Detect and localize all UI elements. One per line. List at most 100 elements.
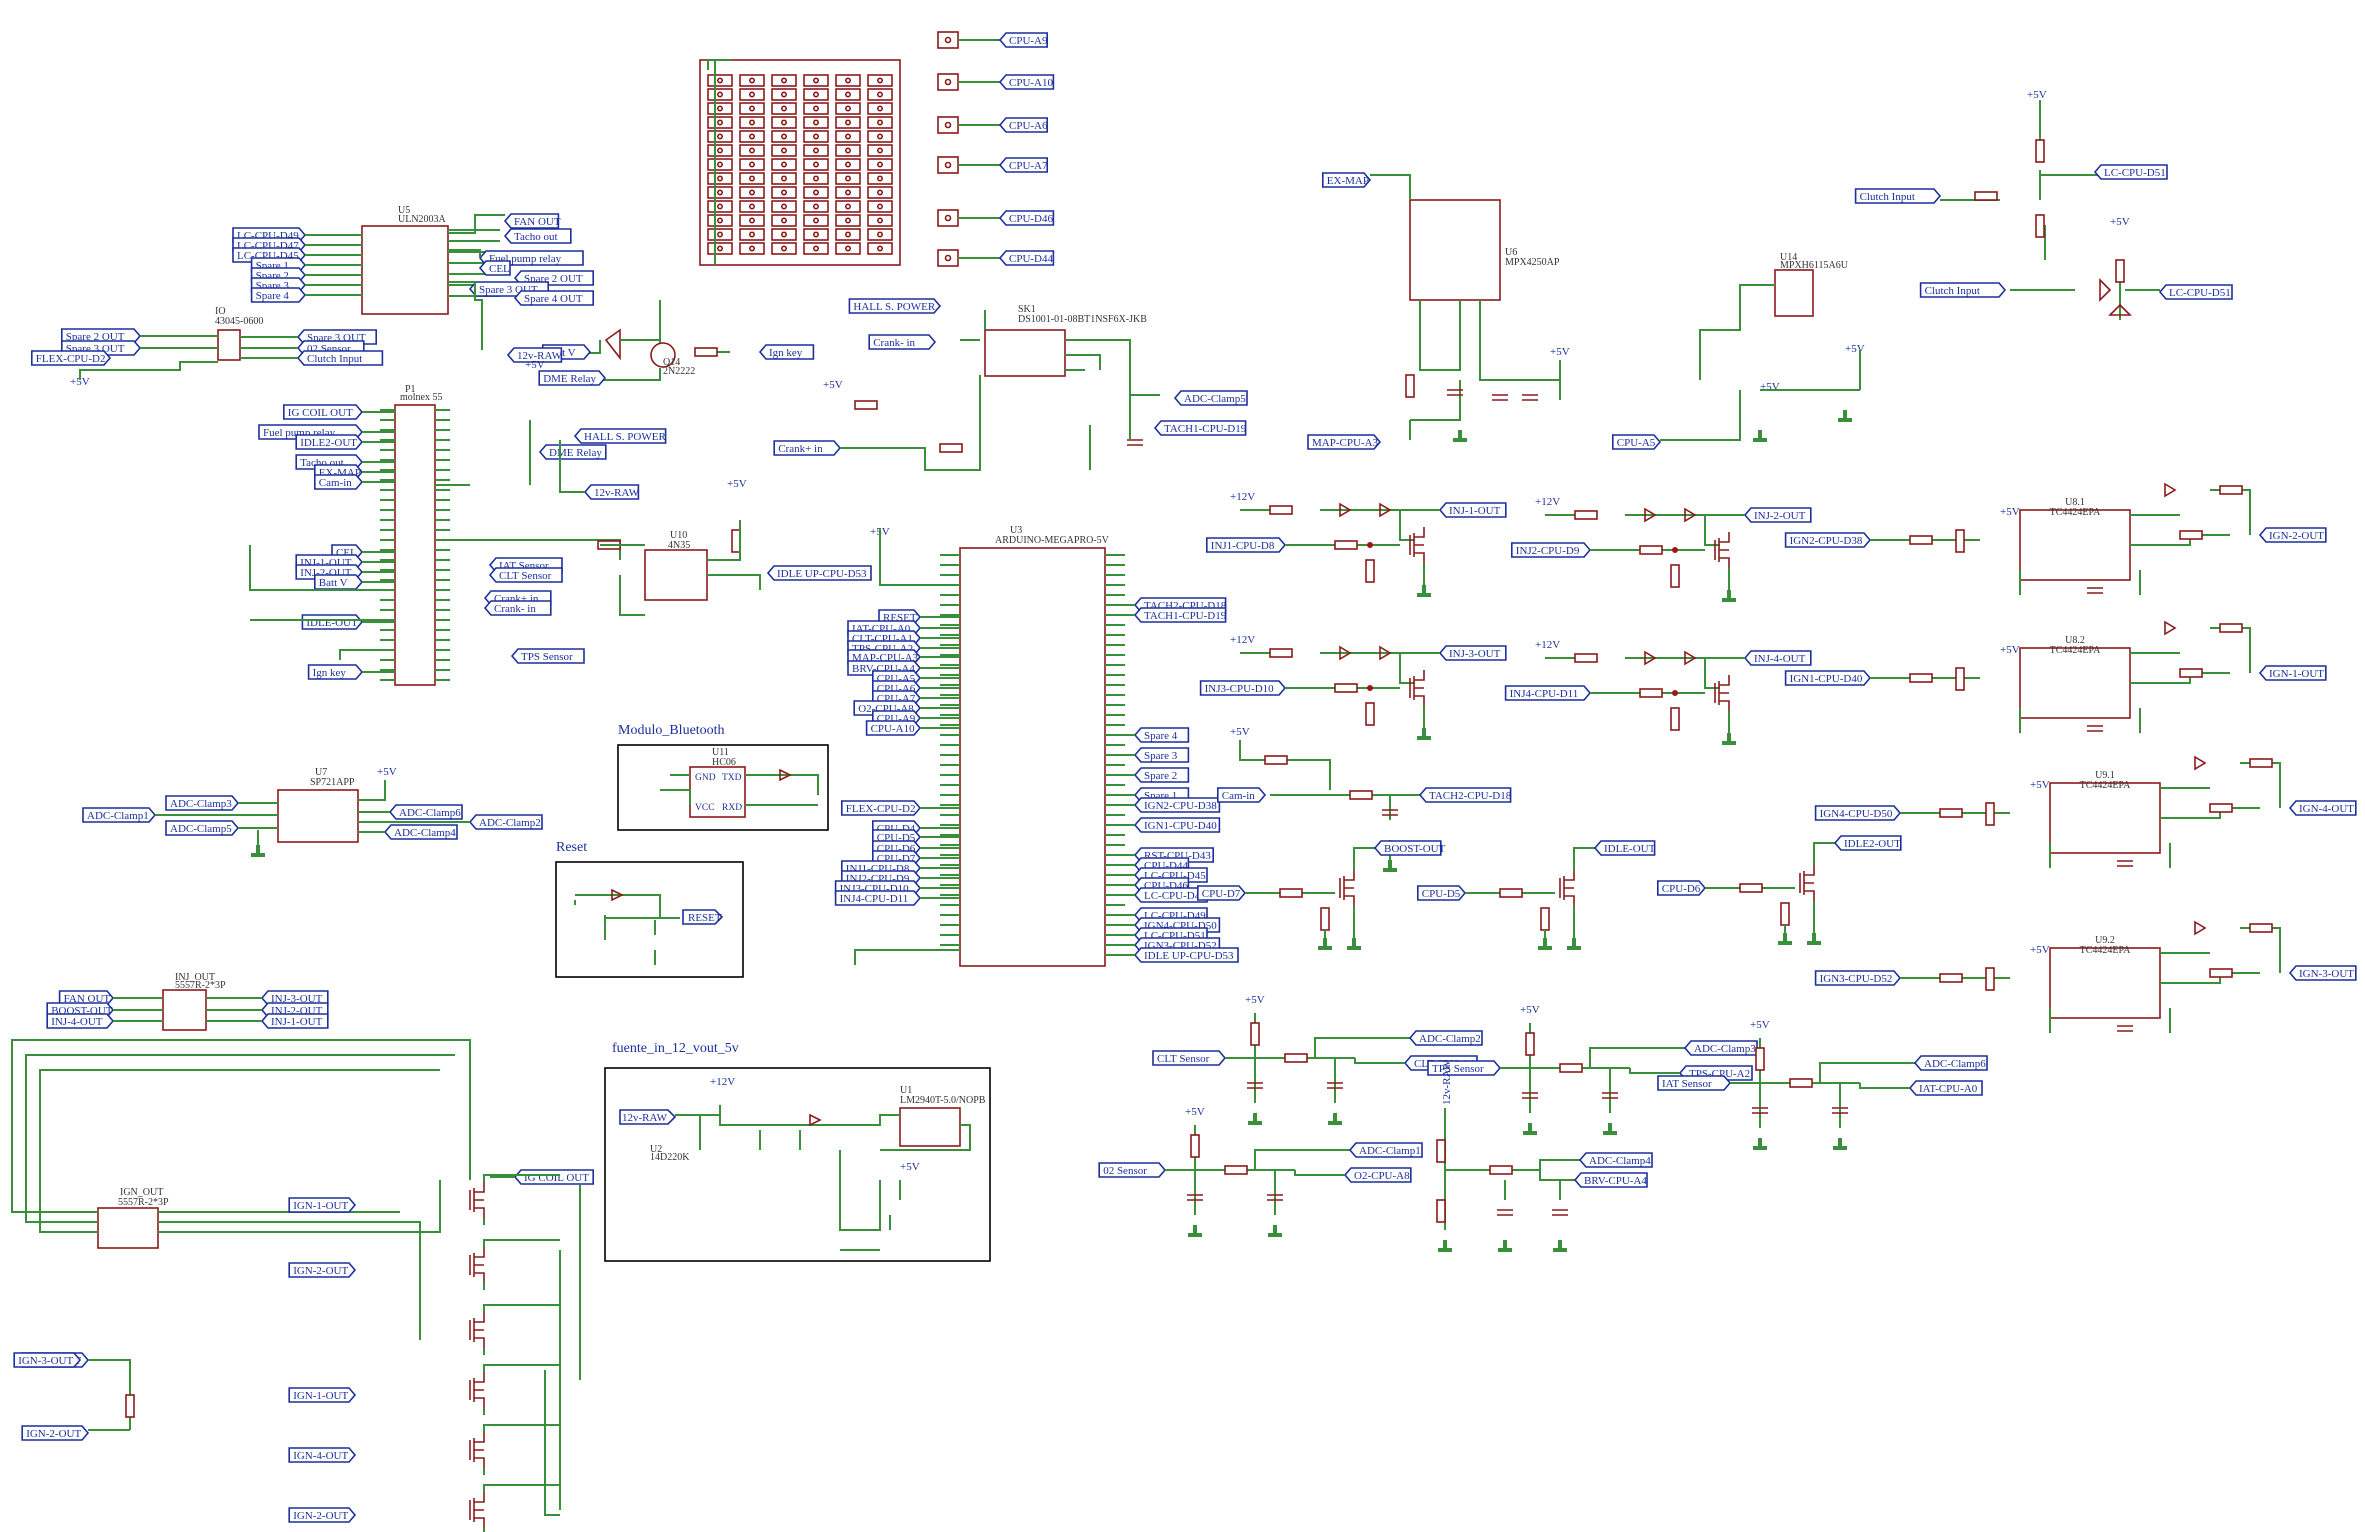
net-idle-out: IDLE-OUT bbox=[1593, 840, 1656, 856]
net-spare-2: Spare 2 bbox=[1133, 767, 1190, 783]
net-lc-cpu-d47: LC-CPU-D47 bbox=[1133, 887, 1208, 903]
net-crank-in: Crank- in bbox=[868, 334, 937, 350]
net-dme-relay: DME Relay bbox=[538, 444, 607, 460]
net-ig-coil-out-text: IG COIL OUT bbox=[288, 407, 353, 419]
u14-value: MPXH6115A6U bbox=[1780, 260, 1849, 271]
net-clutch-input: Clutch Input bbox=[296, 350, 384, 366]
net-inj-4-out: INJ-4-OUT bbox=[1743, 650, 1812, 666]
net-crank-in: Crank- in bbox=[483, 600, 552, 616]
text-5v: +5V bbox=[1520, 1004, 1540, 1016]
net-idle2-out-text: IDLE2-OUT bbox=[1844, 838, 1901, 850]
net-ex-map: EX-MAP bbox=[1322, 172, 1372, 188]
net-cpu-a10: CPU-A10 bbox=[998, 74, 1055, 90]
ign-driver-value: TC4424EPA bbox=[2080, 780, 2132, 791]
u7-ref: U7 bbox=[315, 767, 327, 778]
u1-ref: U1 bbox=[900, 1085, 912, 1096]
net-adc-clamp1: ADC-Clamp1 bbox=[1348, 1142, 1423, 1158]
net-adc-clamp5-text: ADC-Clamp5 bbox=[1184, 393, 1246, 405]
net-cpu-a10: CPU-A10 bbox=[865, 720, 922, 736]
u11-ref: U11 bbox=[712, 747, 729, 758]
net-cpu-a7-text: CPU-A7 bbox=[1009, 160, 1048, 172]
net-tps-sensor: TPS Sensor bbox=[1427, 1060, 1502, 1076]
ign-driver-value: TC4424EPA bbox=[2080, 945, 2132, 956]
text-5v: +5V bbox=[1185, 1106, 1205, 1118]
net-tach1-cpu-d19: TACH1-CPU-D19 bbox=[1153, 420, 1247, 436]
net-ign-1-out: IGN-1-OUT bbox=[288, 1387, 357, 1403]
text-12v: +12V bbox=[1535, 639, 1560, 651]
text-5v: +5V bbox=[1550, 346, 1570, 358]
net-inj-1-out-text: INJ-1-OUT bbox=[1449, 505, 1501, 517]
net-adc-clamp1: ADC-Clamp1 bbox=[82, 807, 157, 823]
net-cam-in: Cam-in bbox=[1217, 787, 1267, 803]
u5-uln2003a: U5 ULN2003A LC-CPU-D49LC-CPU-D47LC-CPU-D… bbox=[232, 205, 594, 350]
net-tps-sensor-text: TPS Sensor bbox=[521, 651, 573, 663]
u6-ref: U6 bbox=[1505, 247, 1517, 258]
net-ign4-cpu-d50-text: IGN4-CPU-D50 bbox=[1820, 808, 1893, 820]
psu-12v: +12V bbox=[710, 1076, 735, 1088]
u5-value: ULN2003A bbox=[398, 214, 447, 225]
net-adc-clamp3-text: ADC-Clamp3 bbox=[1694, 1043, 1756, 1055]
net-idle-up-cpu-d53-text: IDLE UP-CPU-D53 bbox=[1144, 950, 1234, 962]
net-fan-out-text: FAN OUT bbox=[514, 216, 561, 228]
net-idle2-out: IDLE2-OUT bbox=[295, 434, 364, 450]
net-ign2-cpu-d38: IGN2-CPU-D38 bbox=[1133, 797, 1221, 813]
psu-12vraw-text: 12v-RAW bbox=[622, 1112, 668, 1124]
net-inj3-cpu-d10: INJ3-CPU-D10 bbox=[1199, 680, 1287, 696]
sk1-connector: SK1 DS1001-01-08BT1NSF6X-JKB HALL S. POW… bbox=[773, 298, 1248, 471]
u3-ref: U3 bbox=[1010, 525, 1022, 536]
net-ex-map-text: EX-MAP bbox=[1327, 175, 1369, 187]
net-inj1-cpu-d8: INJ1-CPU-D8 bbox=[1206, 537, 1287, 553]
p1-value: molnex 55 bbox=[400, 392, 443, 403]
sk1-ref: SK1 bbox=[1018, 304, 1036, 315]
net-02-sensor-text: 02 Sensor bbox=[1103, 1165, 1147, 1177]
net-cpu-a7: CPU-A7 bbox=[998, 157, 1048, 173]
u7-value: SP721APP bbox=[310, 777, 355, 788]
net-ign-3-out-text: IGN-3-OUT bbox=[18, 1355, 73, 1367]
net-cpu-d7-text: CPU-D7 bbox=[1202, 888, 1241, 900]
net-cpu-d46: CPU-D46 bbox=[998, 210, 1055, 226]
text-5v: +5V bbox=[2027, 89, 2047, 101]
q14-value: 2N2222 bbox=[663, 366, 695, 377]
text-5v: +5V bbox=[1845, 343, 1865, 355]
u5-ref: U5 bbox=[398, 205, 410, 216]
net-tach1-cpu-d19: TACH1-CPU-D19 bbox=[1133, 607, 1227, 623]
net-adc-clamp5: ADC-Clamp5 bbox=[165, 820, 240, 836]
net-inj-4-out-text: INJ-4-OUT bbox=[51, 1016, 103, 1028]
ign-driver-ref: U9.2 bbox=[2095, 935, 2115, 946]
net-ign-3-out: IGN-3-OUT bbox=[2288, 965, 2357, 981]
net-hall-s-power-text: HALL S. POWER bbox=[853, 301, 935, 313]
net-tacho-out: Tacho out bbox=[503, 228, 572, 244]
u14-ref: U14 bbox=[1780, 252, 1797, 263]
net-clutch-input-text: Clutch Input bbox=[307, 353, 362, 365]
net-cpu-d5-text: CPU-D5 bbox=[1422, 888, 1461, 900]
net-idle-up-cpu-d53-text: IDLE UP-CPU-D53 bbox=[777, 568, 867, 580]
net-iat-cpu-a0: IAT-CPU-A0 bbox=[1908, 1080, 1983, 1096]
net-ign-4-out: IGN-4-OUT bbox=[2288, 800, 2357, 816]
net-cpu-d5: CPU-D5 bbox=[1417, 885, 1467, 901]
net-fan-out: FAN OUT bbox=[58, 990, 115, 1006]
psu-title: fuente_in_12_vout_5v bbox=[612, 1041, 739, 1056]
net-cpu-a5-text: CPU-A5 bbox=[1617, 437, 1656, 449]
net-inj-1-out: INJ-1-OUT bbox=[260, 1013, 329, 1029]
net-adc-clamp2: ADC-Clamp2 bbox=[1408, 1030, 1483, 1046]
reset-net-text: RESET bbox=[688, 912, 722, 924]
output-transistors: CPU-D7BOOST-OUTCPU-D5IDLE-OUTCPU-D6IDLE2… bbox=[1197, 835, 1902, 950]
net-inj-4-out: INJ-4-OUT bbox=[46, 1013, 115, 1029]
hc06-module: U11 HC06 GND TXD VCC RXD bbox=[660, 747, 819, 818]
net-adc-clamp1-text: ADC-Clamp1 bbox=[87, 810, 149, 822]
reset-title: Reset bbox=[556, 840, 587, 855]
net-batt-v-text: Batt V bbox=[319, 577, 348, 589]
net-ign-1-out-text: IGN-1-OUT bbox=[293, 1200, 348, 1212]
u3-value: ARDUINO-MEGAPRO-5V bbox=[995, 535, 1110, 546]
u6-value: MPX4250AP bbox=[1505, 257, 1560, 268]
net-iat-cpu-a0-text: IAT-CPU-A0 bbox=[1919, 1083, 1978, 1095]
net-clt-sensor: CLT Sensor bbox=[488, 567, 563, 583]
net-ig-coil-out: IG COIL OUT bbox=[283, 404, 364, 420]
text-5v: +5V bbox=[2110, 216, 2130, 228]
net-cpu-a6: CPU-A6 bbox=[998, 117, 1048, 133]
net-ign-2-out: IGN-2-OUT bbox=[2258, 527, 2327, 543]
net-cpu-d44-text: CPU-D44 bbox=[1009, 253, 1054, 265]
